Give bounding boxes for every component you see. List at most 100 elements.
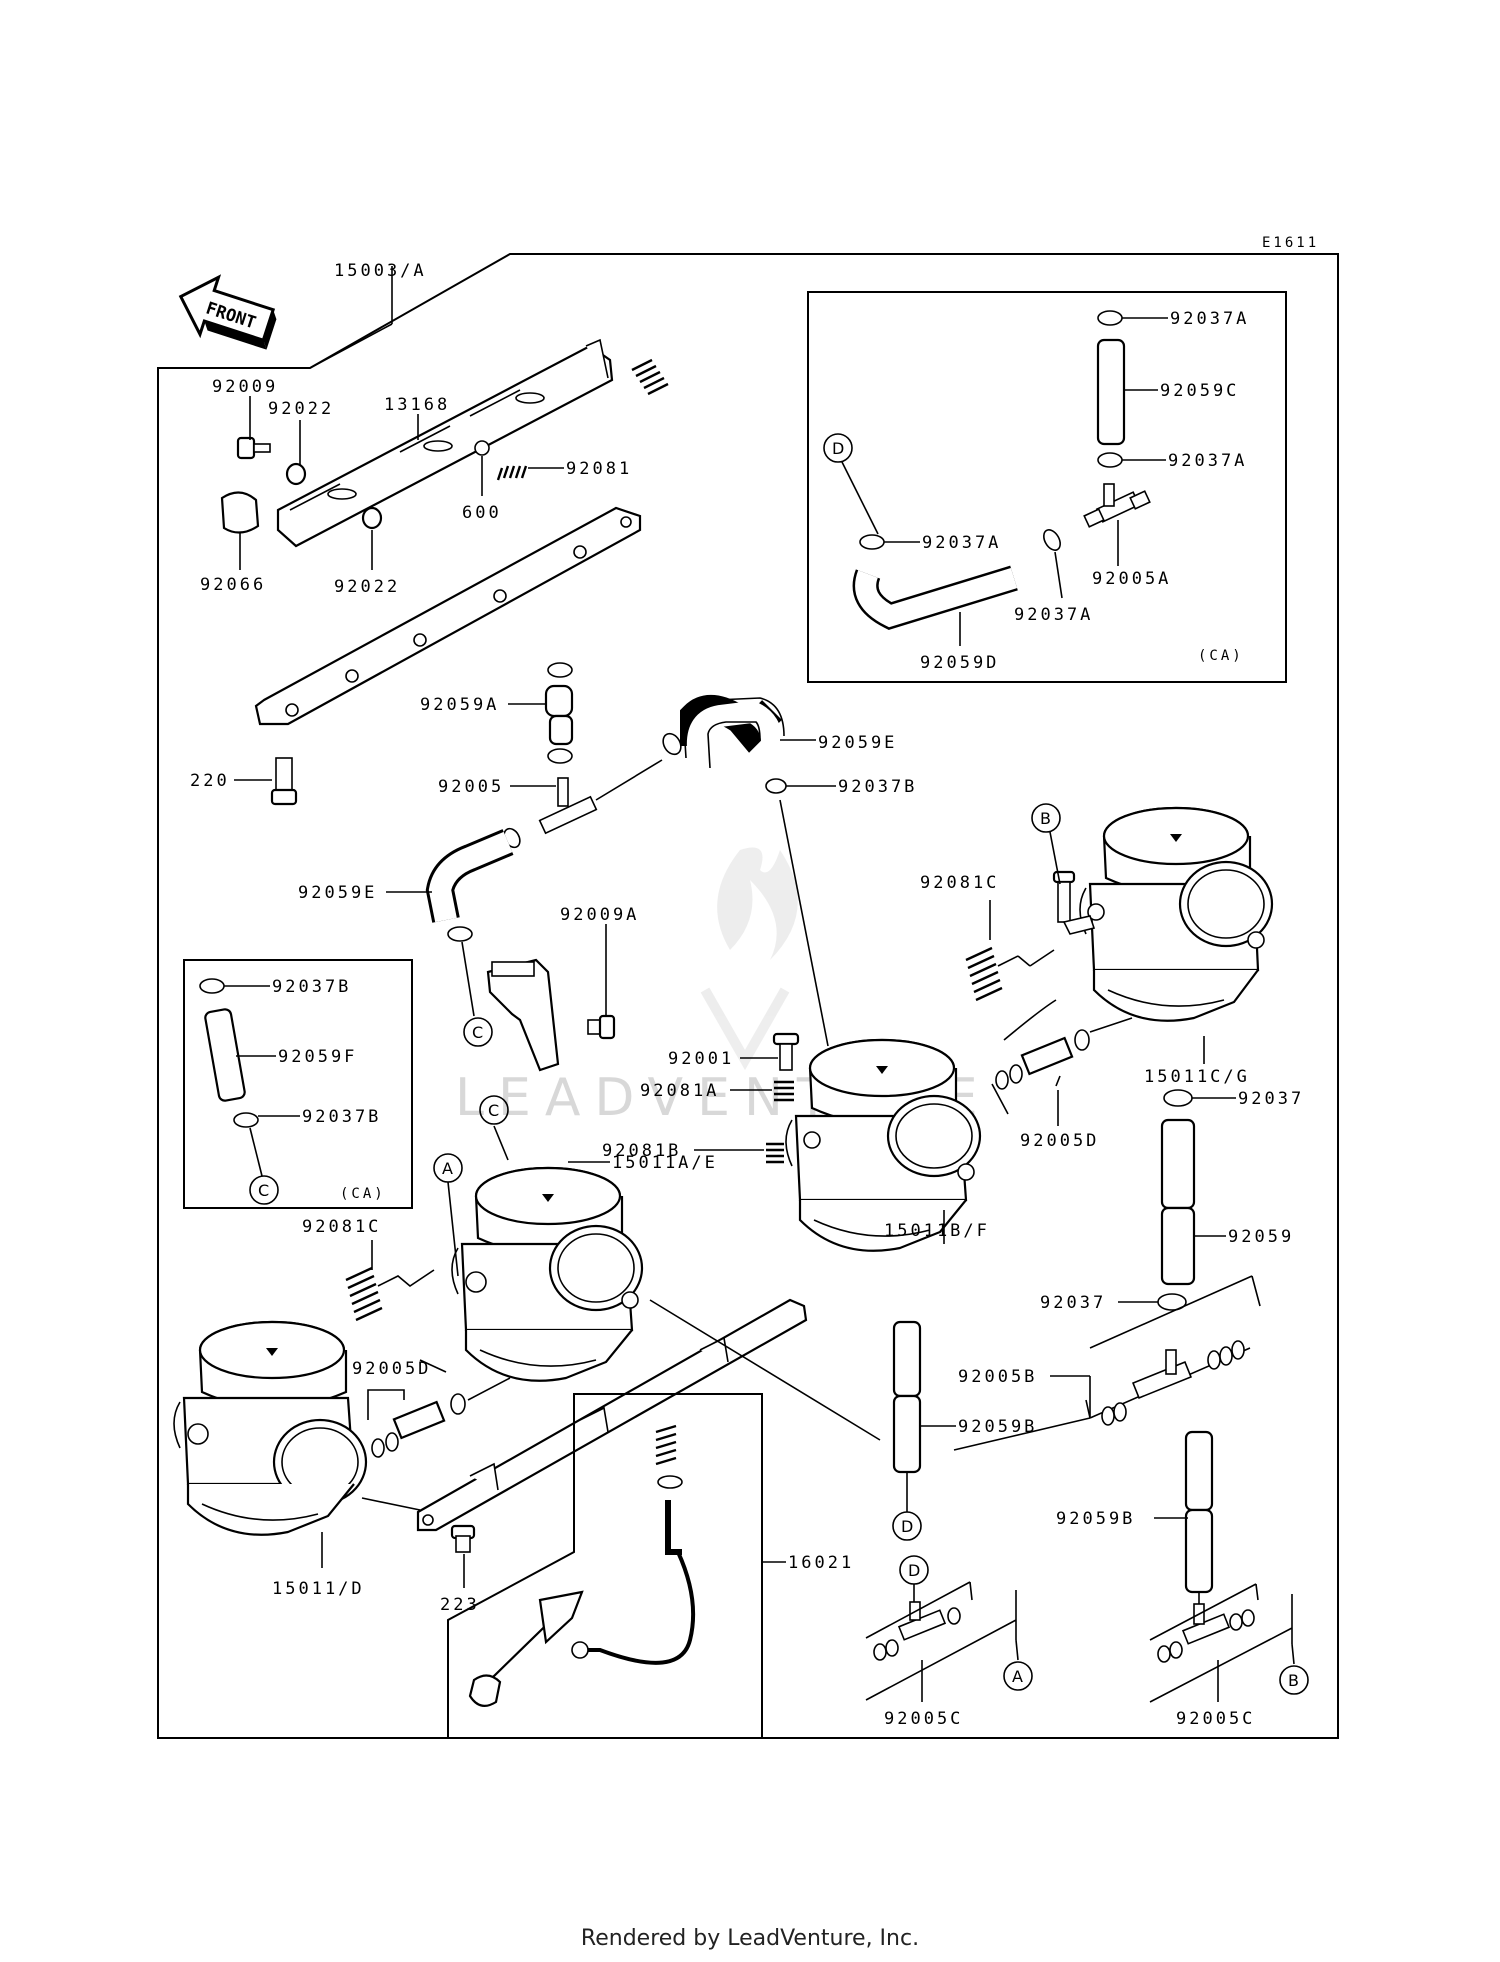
joint-92005d-right <box>995 1029 1090 1090</box>
ca-label-left: (CA) <box>340 1186 386 1202</box>
screw-92009 <box>236 436 271 460</box>
svg-text:C: C <box>488 1101 499 1120</box>
spring-92081c-left <box>345 1266 383 1322</box>
label-92009: 92009 <box>212 377 278 397</box>
hose-92059b-mid-lower <box>892 1394 922 1474</box>
throttle-rail-lower <box>416 1298 808 1532</box>
hose-92059b-right-lower <box>1184 1508 1214 1594</box>
label-92005c-right: 92005C <box>1176 1709 1255 1729</box>
callout-d-mid <box>892 1511 922 1541</box>
svg-text:D: D <box>832 439 844 458</box>
callout-b-top <box>1031 803 1061 833</box>
label-600: 600 <box>462 503 502 523</box>
hose-92059e-top <box>686 700 783 749</box>
footer-credit: Rendered by LeadVenture, Inc. <box>580 1926 920 1951</box>
label-92037b-top: 92037B <box>838 777 917 797</box>
screw-223 <box>450 1524 476 1553</box>
svg-text:A: A <box>442 1159 453 1178</box>
svg-text:D: D <box>901 1517 913 1536</box>
bracket-92009a <box>486 958 560 1072</box>
label-92081: 92081 <box>566 459 632 479</box>
callout-c-mid <box>463 1017 493 1047</box>
label-92009a: 92009A <box>560 905 639 925</box>
hose-92059f <box>204 1008 246 1102</box>
hose-92059d <box>855 567 1018 628</box>
svg-text:D: D <box>908 1561 920 1580</box>
label-92037a-3: 92037A <box>922 533 1001 553</box>
clamp-92037a-top <box>1097 310 1123 326</box>
label-16021: 16021 <box>788 1553 854 1573</box>
svg-text:A: A <box>1012 1667 1023 1686</box>
bolt-220 <box>270 757 298 806</box>
label-92037-1: 92037 <box>1238 1089 1304 1109</box>
ca-box-left <box>183 959 413 1209</box>
label-15003a: 15003/A <box>334 261 427 281</box>
label-92037a-1: 92037A <box>1170 309 1249 329</box>
label-13168: 13168 <box>384 395 450 415</box>
svg-text:C: C <box>258 1181 269 1200</box>
label-92081c-left: 92081C <box>302 1217 381 1237</box>
label-15011bf: 15011B/F <box>884 1221 990 1241</box>
label-92059b-mid: 92059B <box>958 1417 1037 1437</box>
diagram-code: E1611 <box>1262 235 1319 251</box>
screw-b-callout <box>1052 870 1096 935</box>
carburetor-15011d <box>173 1320 368 1536</box>
spring-top-right <box>631 358 669 396</box>
label-15011ae: 15011A/E <box>612 1153 718 1173</box>
hose-92059-lower <box>1160 1206 1196 1286</box>
tee-fitting-92005 <box>538 777 598 835</box>
clamp-92037a-3 <box>859 534 885 550</box>
label-220: 220 <box>190 771 230 791</box>
label-92081c-right: 92081C <box>920 873 999 893</box>
ca-label-top-right: (CA) <box>1198 648 1244 664</box>
label-92005a: 92005A <box>1092 569 1171 589</box>
hose-92059-upper <box>1160 1118 1196 1210</box>
label-92022-top: 92022 <box>268 399 334 419</box>
carburetor-15011bf <box>785 1038 982 1252</box>
label-92081a: 92081A <box>640 1081 719 1101</box>
callout-c-carb <box>479 1095 509 1125</box>
label-15011d: 15011/D <box>272 1579 365 1599</box>
screw-92009a <box>587 1014 616 1040</box>
washer-92022-top <box>285 462 307 486</box>
carburetor-15011ae <box>451 1166 644 1382</box>
svg-text:B: B <box>1040 809 1051 828</box>
svg-text:B: B <box>1288 1671 1299 1690</box>
label-92059c: 92059C <box>1160 381 1239 401</box>
label-92037b-ca1: 92037B <box>272 977 351 997</box>
label-92037-2: 92037 <box>1040 1293 1106 1313</box>
label-92066: 92066 <box>200 575 266 595</box>
clamp-92059e-top <box>662 732 682 756</box>
label-92005b: 92005B <box>958 1367 1037 1387</box>
hose-92059a-upper <box>544 684 574 718</box>
clamp-92037a-2 <box>1097 452 1123 468</box>
svg-text:C: C <box>472 1023 483 1042</box>
clamp-mid-2 <box>547 748 573 764</box>
label-92081b: 92081B <box>602 1141 681 1161</box>
screw-92001 <box>772 1032 800 1071</box>
label-92001: 92001 <box>668 1049 734 1069</box>
washer-92022-bot <box>361 506 383 530</box>
label-92059b-right: 92059B <box>1056 1509 1135 1529</box>
clamp-92037a-4 <box>1043 529 1061 551</box>
tee-fitting-92005b <box>1101 1340 1245 1426</box>
washer-600 <box>474 440 490 456</box>
label-15011cg: 15011C/G <box>1144 1067 1250 1087</box>
label-92022-bot: 92022 <box>334 577 400 597</box>
label-92059a: 92059A <box>420 695 499 715</box>
front-arrow-icon: FRONT <box>178 274 277 350</box>
clamp-left-hose <box>447 926 473 942</box>
throttle-cable-16021 <box>468 1424 696 1707</box>
hose-92059a-lower <box>548 714 574 746</box>
label-92059e-left: 92059E <box>298 883 377 903</box>
label-92059d: 92059D <box>920 653 999 673</box>
label-92037a-4: 92037A <box>1014 605 1093 625</box>
clamp-92037-1 <box>1163 1089 1193 1107</box>
clamp-92037b-top <box>765 778 787 794</box>
clamp-mid-1 <box>547 662 573 678</box>
label-92059e-top: 92059E <box>818 733 897 753</box>
spring-92081b <box>766 1142 784 1164</box>
hose-92059e-left <box>428 831 513 923</box>
spring-92081a <box>774 1080 794 1102</box>
